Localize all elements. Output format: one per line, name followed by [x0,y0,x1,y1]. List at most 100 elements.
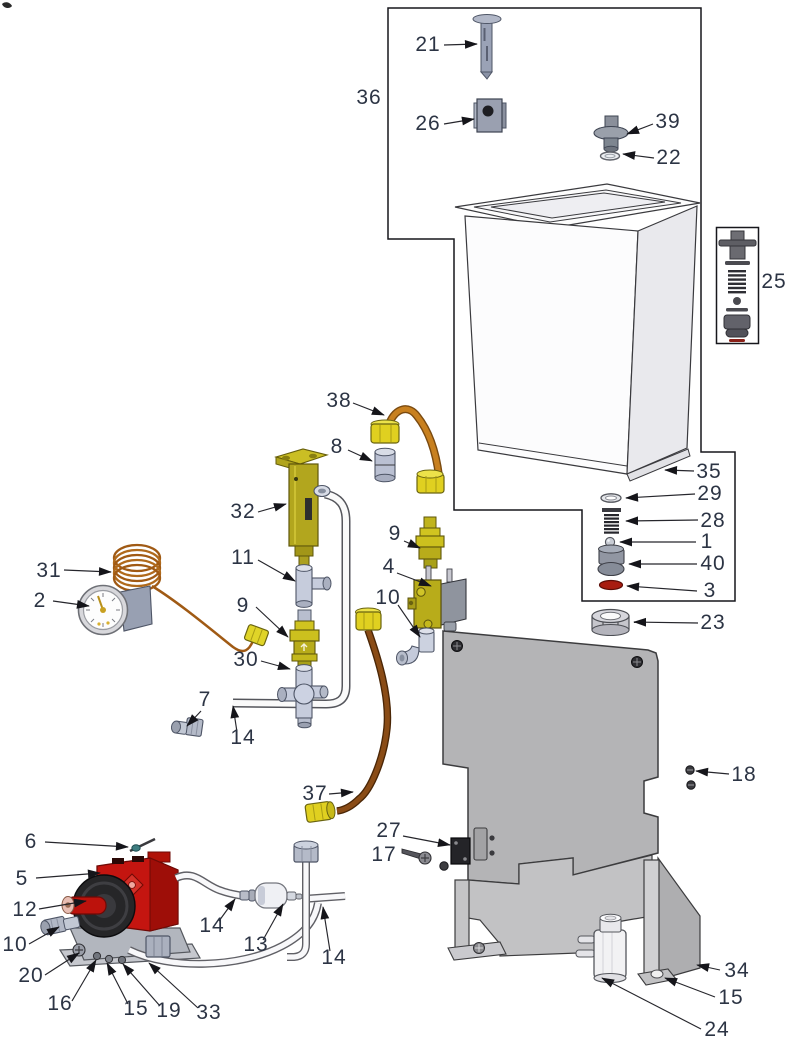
part-bracket-27 [450,837,471,865]
callout-39: 39 [655,110,680,133]
leader-10-right [397,604,421,638]
callout-28: 28 [700,509,725,532]
callout-9-right: 9 [389,522,402,545]
leader-3 [626,582,698,592]
leader-38 [352,402,385,416]
part-pipe-14-long [232,484,351,709]
part-check-valve-9-right [415,516,445,569]
part-screws-18 [685,765,696,790]
callout-17: 17 [371,843,396,866]
group-box-36 [387,7,736,602]
part-oring-29 [600,493,622,503]
leader-24 [601,977,702,1030]
leader-10-left [28,926,60,945]
leader-27 [402,835,451,848]
part-fitting-7 [170,717,204,737]
part-nut-23 [591,608,630,636]
callout-11: 11 [231,546,255,569]
leader-5 [35,869,101,879]
callout-35: 35 [696,460,721,483]
part-valve-stack-25 [718,230,757,342]
callout-14-a: 14 [230,726,255,749]
callout-8: 8 [331,435,344,458]
callout-27: 27 [376,819,401,842]
leader-14a [230,705,240,733]
leader-15b [664,977,716,998]
callout-10-left: 10 [2,933,27,956]
leader-34 [696,963,721,972]
part-filter-13 [239,882,303,909]
callout-9-left: 9 [237,594,250,617]
callout-31: 31 [36,559,61,582]
callout-34: 34 [724,959,749,982]
part-gauge-2 [77,584,153,636]
part-spring-28 [602,508,621,534]
callout-12: 12 [12,898,37,921]
callout-15-left: 15 [123,997,148,1020]
part-tee-11 [295,564,332,608]
leader-31 [63,567,112,576]
part-hose-14-top [174,871,244,900]
leader-lines [28,39,730,1030]
leader-20 [44,952,80,976]
callout-20: 20 [18,964,43,987]
leader-32 [257,503,287,513]
leader-7 [186,710,202,727]
leader-19 [122,963,161,1007]
leader-30 [260,660,291,671]
part-pump-outlet-hex [145,935,171,958]
part-valve-32 [274,448,329,570]
panel-screw-top-left [451,640,463,652]
callout-21: 21 [415,33,440,56]
leader-9-right [403,539,421,549]
callout-36: 36 [356,86,381,109]
callout-13: 13 [243,933,268,956]
part-back-panel [442,630,701,986]
callout-29: 29 [697,482,722,505]
callout-15-right: 15 [718,986,743,1009]
callout-19: 19 [156,999,181,1022]
callout-2: 2 [34,589,47,612]
leader-35 [664,466,695,475]
part-pin-6 [129,837,156,853]
group-box-25 [715,226,760,345]
part-capillary-nut [243,624,269,647]
page-artifact [2,2,12,9]
callout-5: 5 [16,867,29,890]
part-capillary-coil-31 [112,543,255,653]
part-cross-30 [277,664,329,729]
callout-14-b: 14 [199,914,224,937]
leader-16 [71,959,97,1002]
callout-16: 16 [47,992,72,1015]
part-water-tank-35 [454,183,701,482]
leader-39 [626,123,654,135]
part-piston-40 [597,544,625,577]
callout-25: 25 [761,270,786,293]
callout-32: 32 [230,500,255,523]
part-solenoid-valve-4 [407,565,467,632]
leader-12 [38,898,87,910]
callout-3: 3 [704,579,717,602]
leader-28 [625,516,699,526]
leader-29 [625,492,696,502]
callout-38: 38 [326,389,351,412]
part-elbow-10-right [396,627,435,666]
part-fitting-39 [593,115,629,153]
callout-4: 4 [383,555,396,578]
part-check-valve-9-left [289,609,320,669]
part-cylinder-24 [575,913,627,984]
leader-22 [622,151,655,160]
callout-18: 18 [731,763,756,786]
leader-14b [218,898,236,922]
leader-9-left [255,606,289,638]
leader-11 [257,559,296,582]
callout-22: 22 [656,146,681,169]
leader-23 [633,617,699,627]
part-fitting-8 [374,447,396,483]
part-hose-14-sweep [127,902,322,968]
part-pipe-vertical-nut [287,840,319,961]
leader-4 [396,572,432,587]
part-copper-pipe-38 [370,405,445,494]
callout-10-right: 10 [375,586,400,609]
